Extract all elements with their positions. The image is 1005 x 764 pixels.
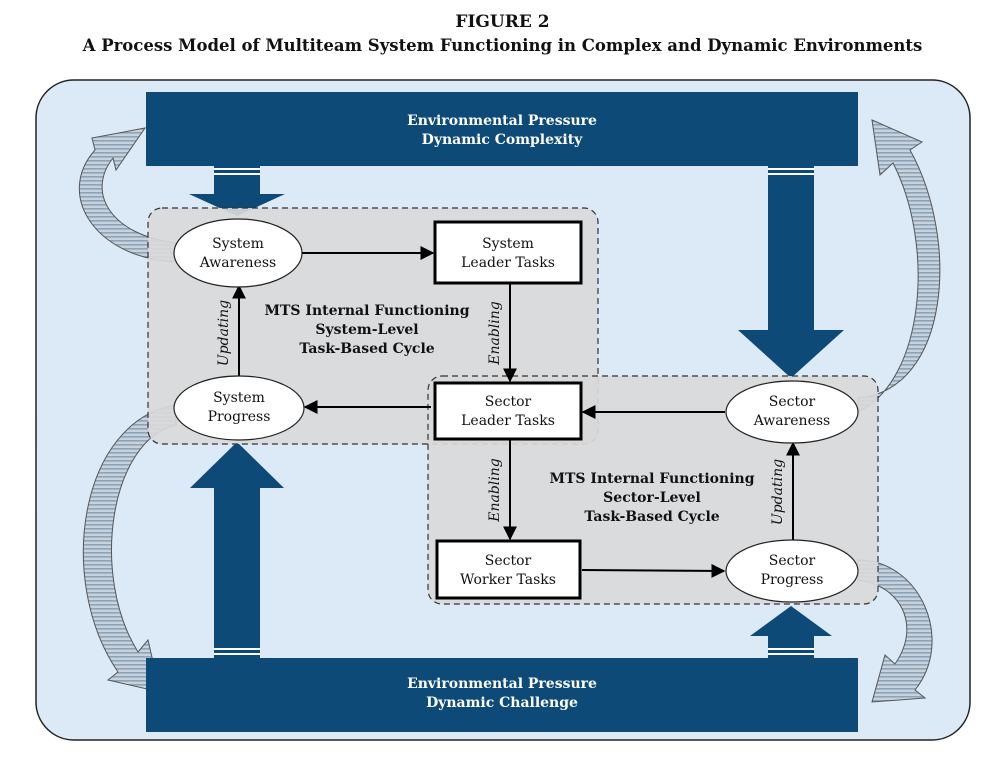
flow-connectors bbox=[232, 246, 800, 578]
system-cycle-line1: MTS Internal Functioning bbox=[265, 303, 470, 319]
curved-arrow-bottom-left-icon bbox=[82, 404, 177, 693]
env-bottom-line1: Environmental Pressure bbox=[407, 676, 597, 692]
curved-feedback-arrows bbox=[78, 119, 941, 703]
curved-arrow-bottom-right-icon bbox=[857, 559, 933, 703]
sector-cycle-line2: Sector-Level bbox=[603, 490, 701, 506]
system-cycle-line2: System-Level bbox=[315, 322, 418, 338]
svg-text:Sector: Sector bbox=[769, 553, 816, 569]
svg-text:Leader Tasks: Leader Tasks bbox=[461, 413, 555, 429]
node-sector-progress: Sector Progress bbox=[725, 539, 859, 603]
arrow-down-top-right-icon bbox=[738, 180, 844, 378]
edge-label-system-enabling: Enabling bbox=[487, 301, 503, 366]
svg-text:Awareness: Awareness bbox=[199, 255, 276, 271]
pressure-arrows bbox=[189, 166, 844, 658]
env-bottom-line2: Dynamic Challenge bbox=[426, 695, 578, 711]
figure-title: A Process Model of Multiteam System Func… bbox=[82, 36, 923, 55]
node-sector-worker-tasks: Sector Worker Tasks bbox=[435, 539, 582, 600]
svg-text:Progress: Progress bbox=[208, 409, 271, 425]
edge-label-sector-updating: Updating bbox=[770, 459, 786, 525]
svg-text:Progress: Progress bbox=[761, 572, 824, 588]
sector-cycle-line1: MTS Internal Functioning bbox=[550, 471, 755, 487]
edge-label-sector-enabling: Enabling bbox=[487, 458, 503, 523]
system-cycle-line3: Task-Based Cycle bbox=[299, 341, 434, 357]
arrow-up-bottom-left-icon bbox=[190, 442, 284, 644]
figure-number: FIGURE 2 bbox=[455, 12, 550, 32]
node-sector-leader-tasks: Sector Leader Tasks bbox=[433, 381, 583, 441]
node-system-awareness: System Awareness bbox=[173, 218, 303, 288]
svg-text:System: System bbox=[213, 390, 265, 406]
env-top-line2: Dynamic Complexity bbox=[422, 132, 583, 148]
env-top-bar bbox=[146, 92, 858, 166]
curved-arrow-top-left-icon bbox=[78, 127, 177, 263]
sector-cycle-line3: Task-Based Cycle bbox=[584, 509, 719, 525]
svg-text:Worker Tasks: Worker Tasks bbox=[460, 572, 556, 588]
arrow-up-bottom-right-icon bbox=[750, 606, 832, 644]
curved-arrow-top-right-icon bbox=[857, 119, 941, 413]
edge-label-system-updating: Updating bbox=[216, 300, 232, 366]
node-system-leader-tasks: System Leader Tasks bbox=[433, 220, 583, 285]
env-bottom-bar bbox=[146, 658, 858, 732]
svg-text:System: System bbox=[482, 236, 534, 252]
svg-text:Awareness: Awareness bbox=[753, 413, 830, 429]
svg-text:Sector: Sector bbox=[485, 394, 532, 410]
node-sector-awareness: Sector Awareness bbox=[725, 380, 859, 444]
env-top-line1: Environmental Pressure bbox=[407, 113, 597, 129]
arrow-down-top-left-icon bbox=[189, 180, 285, 216]
arrow-worker-to-sector-progress bbox=[581, 563, 726, 578]
node-system-progress: System Progress bbox=[173, 375, 305, 441]
svg-text:Sector: Sector bbox=[769, 394, 816, 410]
svg-text:System: System bbox=[212, 236, 264, 252]
svg-text:Leader Tasks: Leader Tasks bbox=[461, 255, 555, 271]
svg-text:Sector: Sector bbox=[485, 553, 532, 569]
